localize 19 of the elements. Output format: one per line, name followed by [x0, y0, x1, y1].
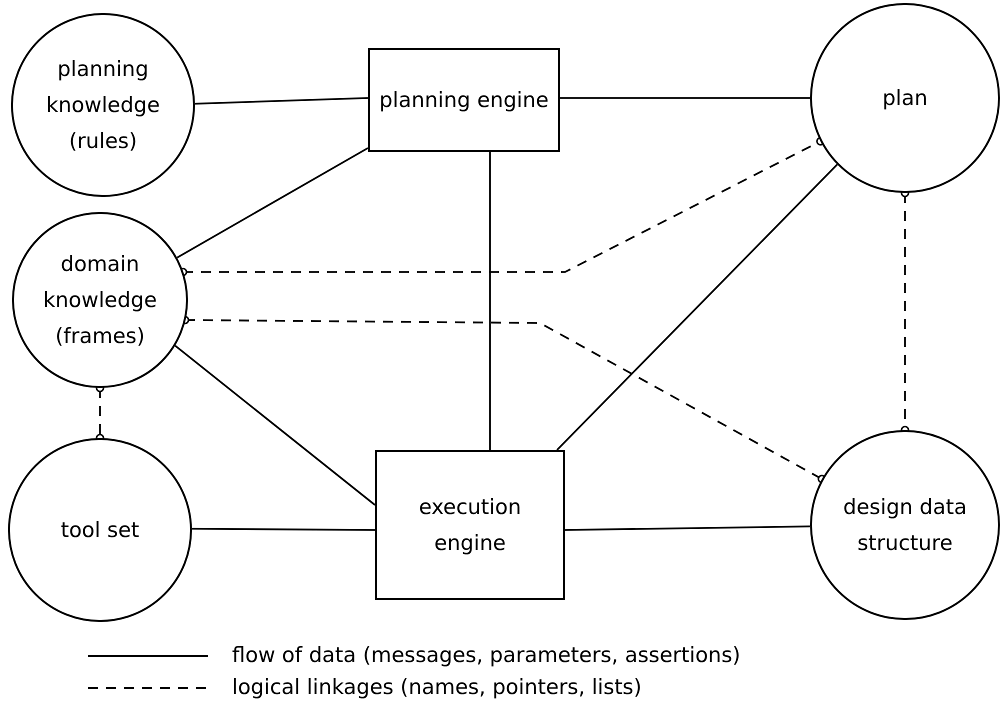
node-label: design data structure [842, 494, 968, 557]
process-box [375, 450, 565, 600]
node-label: domain knowledge (frames) [42, 251, 158, 350]
node-label: plan [882, 85, 928, 112]
connector-line [560, 97, 810, 99]
connector-line [194, 97, 368, 105]
node-label: planning knowledge (rules) [45, 56, 161, 155]
connector-line [176, 147, 368, 258]
connector-line [489, 152, 491, 450]
connector-line [192, 528, 375, 531]
process-box [368, 48, 560, 152]
connector-line [556, 164, 838, 451]
node-label: tool set [60, 517, 140, 544]
legend-text: logical linkages (names, pointers, lists) [232, 674, 642, 701]
node-label: planning engine [379, 87, 549, 114]
connector-line [564, 526, 810, 531]
node-label: execution engine [418, 494, 522, 557]
connector-line [174, 345, 376, 506]
legend-text: flow of data (messages, parameters, assertions) [232, 642, 741, 669]
